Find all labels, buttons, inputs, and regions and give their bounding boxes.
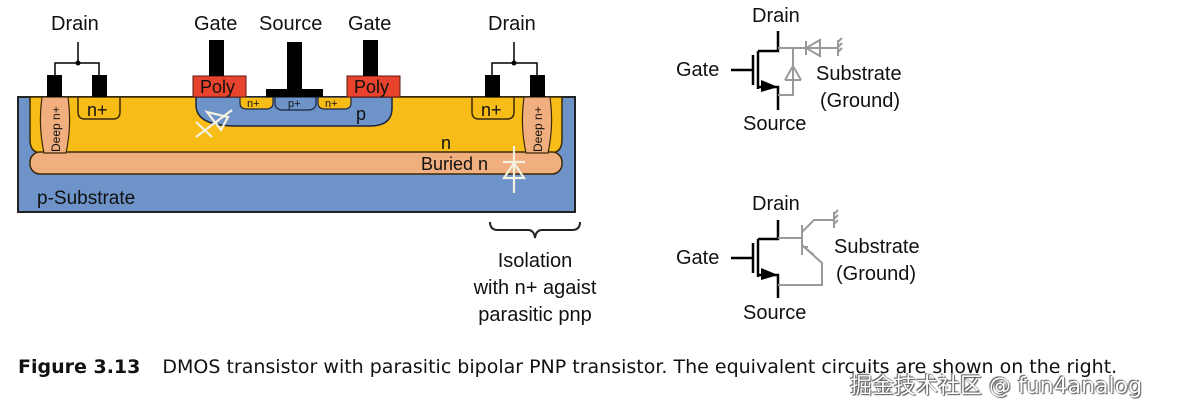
circuit-bottom-gate-label: Gate <box>676 247 719 269</box>
parasitic-pnp-icon <box>778 209 839 286</box>
watermark: 掘金技术社区 @ fun4analog <box>850 374 1143 399</box>
circuit-bottom-source-label: Source <box>743 302 806 324</box>
n-plus-right-label: n+ <box>481 100 502 120</box>
isolation-note-line2: with n+ agaist <box>473 277 597 299</box>
figure-number: Figure 3.13 <box>18 356 141 378</box>
drain-left-contact-b <box>92 75 107 97</box>
n-plus-left-label: n+ <box>87 100 108 120</box>
n-plus-right <box>471 96 515 120</box>
poly-right-label: Poly <box>354 77 389 97</box>
drain-right-node <box>511 60 517 66</box>
gate-left-contact <box>209 40 224 76</box>
cross-section: Poly Poly n+ n+ Deep n+ Deep n+ n+ p+ n+… <box>17 13 597 326</box>
gate-right-contact <box>363 40 378 76</box>
parasitic-diode-pwell-icon <box>195 109 233 138</box>
source-n-plus-left-label: n+ <box>247 98 260 110</box>
drain-right-contact-a <box>485 75 500 97</box>
equivalent-circuit-diode: Drain Gate Source Substrate (Ground) <box>676 5 902 135</box>
source-contact-bar <box>266 89 323 97</box>
circuit-top-drain-label: Drain <box>752 5 800 27</box>
mosfet-top-arrow-icon <box>761 80 778 92</box>
buried-n-label: Buried n <box>421 154 488 174</box>
source-contact-stem <box>287 42 302 90</box>
circuit-bottom-substrate-label: Substrate <box>834 236 920 258</box>
buried-n-region <box>29 151 563 175</box>
source-p-plus <box>274 96 317 111</box>
dmos-figure: Poly Poly n+ n+ Deep n+ Deep n+ n+ p+ n+… <box>17 5 920 326</box>
drain-left-wire <box>54 42 100 75</box>
figure-caption: Figure 3.13 DMOS transistor with parasiti… <box>18 353 1118 382</box>
drain-left-node <box>75 60 81 66</box>
source-p-plus-label: p+ <box>288 98 301 110</box>
circuit-top-ground-label: (Ground) <box>820 90 900 112</box>
drain-left-contact-a <box>47 75 62 97</box>
source-n-plus-right-label: n+ <box>325 98 338 110</box>
drain-right-wire <box>491 42 538 75</box>
circuit-top-source-label: Source <box>743 113 806 135</box>
mosfet-symbol-bottom-icon <box>731 220 780 298</box>
isolation-note-line3: parasitic pnp <box>478 304 591 326</box>
parasitic-diodes-top-icon <box>778 37 843 96</box>
drain-right-contact-b <box>530 75 545 97</box>
gate-right-label: Gate <box>348 13 391 35</box>
source-n-plus-right <box>317 96 352 110</box>
gate-left-label: Gate <box>194 13 237 35</box>
parasitic-diode-buried-icon <box>501 146 527 193</box>
n-well-label: n <box>441 133 451 153</box>
p-substrate-label: p-Substrate <box>37 188 135 209</box>
deep-n-plus-right-label: Deep n+ <box>531 106 545 152</box>
deep-n-plus-right <box>521 96 553 154</box>
circuit-bottom-ground-label: (Ground) <box>836 263 916 285</box>
deep-n-plus-left <box>39 96 71 154</box>
equivalent-circuit-pnp: Drain Gate Source Substrate (Ground) <box>676 193 920 324</box>
poly-left-label: Poly <box>200 77 235 97</box>
circuit-top-substrate-label: Substrate <box>816 63 902 85</box>
source-label: Source <box>259 13 322 35</box>
isolation-brace <box>489 221 581 239</box>
circuit-bottom-drain-label: Drain <box>752 193 800 215</box>
mosfet-symbol-top-icon <box>731 31 780 110</box>
drain-right-label: Drain <box>488 13 536 35</box>
p-well-label: p <box>356 104 366 124</box>
drain-left-label: Drain <box>51 13 99 35</box>
source-n-plus-left <box>239 96 274 110</box>
deep-n-plus-left-label: Deep n+ <box>49 106 63 152</box>
mosfet-bottom-arrow-icon <box>761 268 778 280</box>
n-plus-left <box>77 96 121 120</box>
caption-text: DMOS transistor with parasitic bipolar P… <box>162 356 1118 378</box>
isolation-note-line1: Isolation <box>498 250 573 272</box>
circuit-top-gate-label: Gate <box>676 59 719 81</box>
